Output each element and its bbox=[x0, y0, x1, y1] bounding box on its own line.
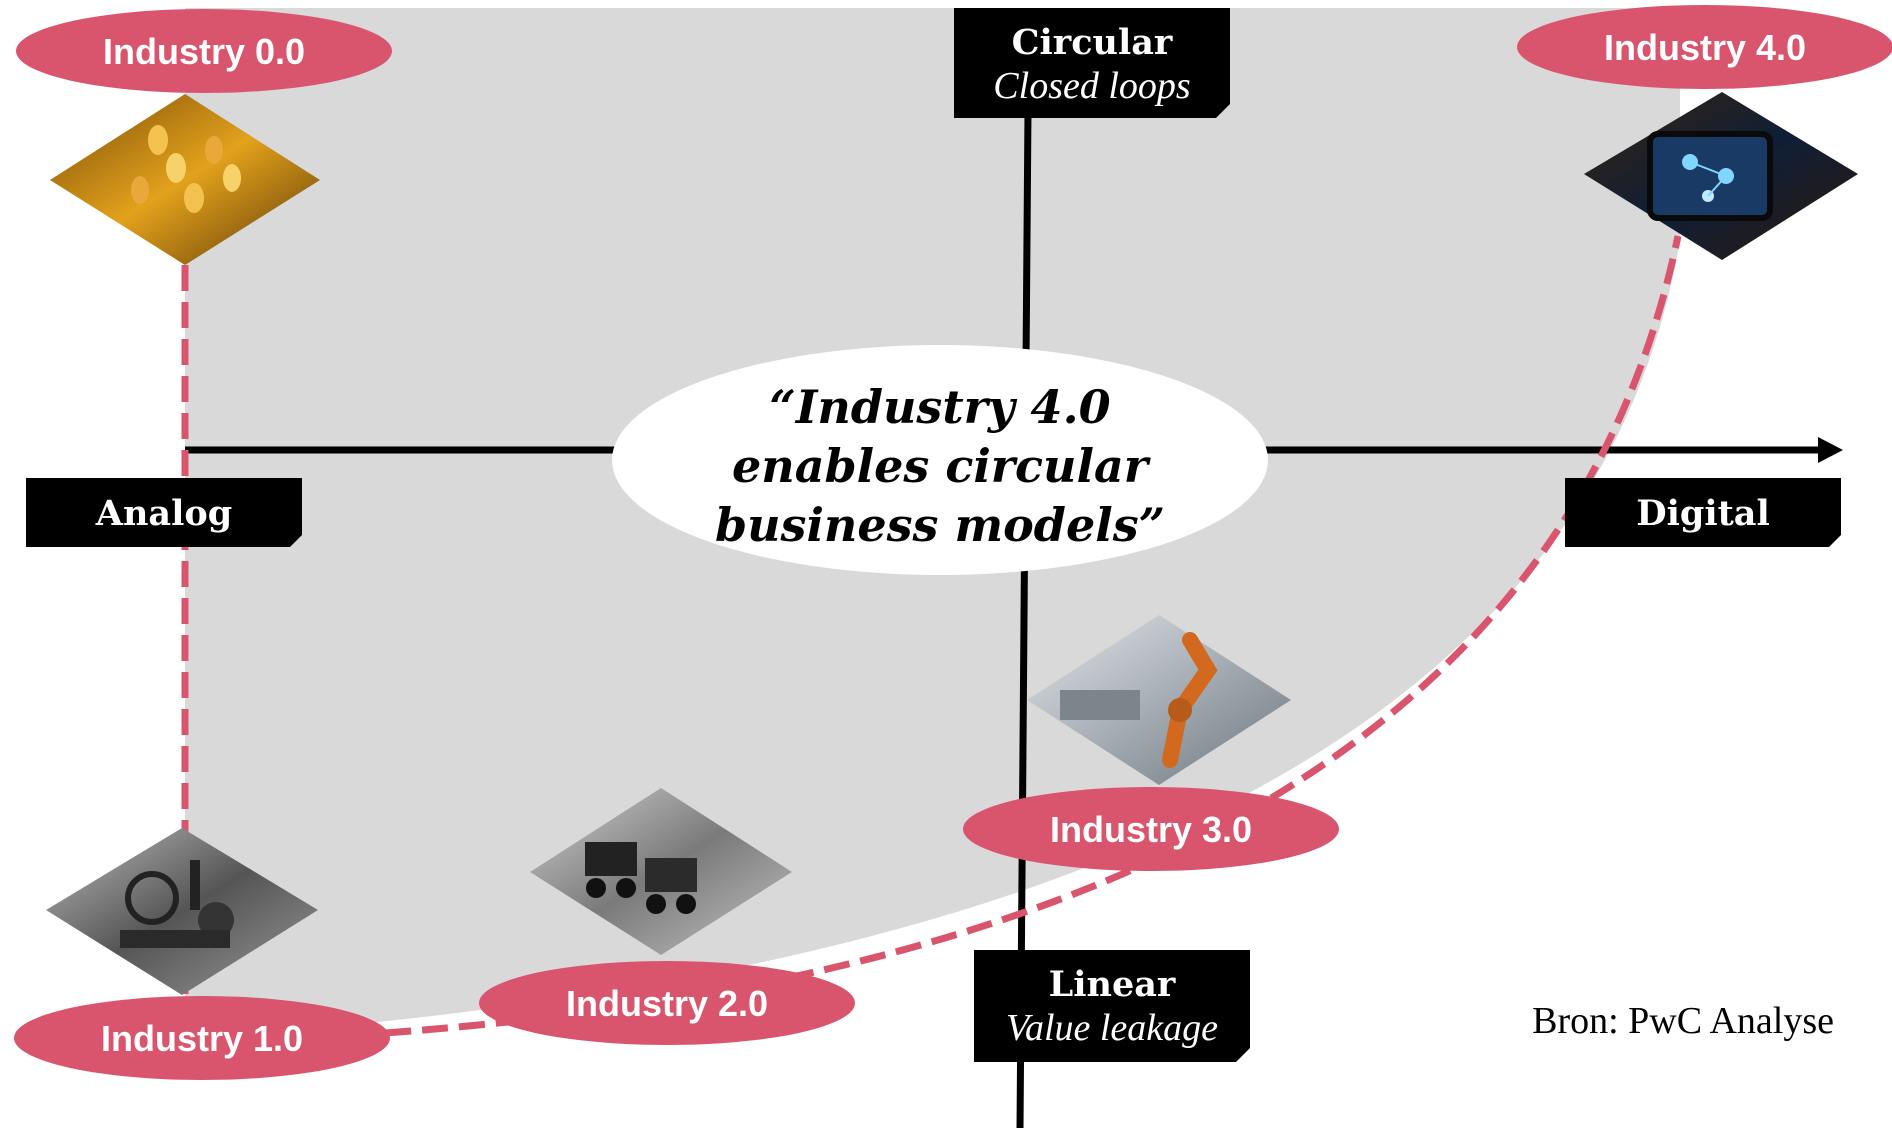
source-note: Bron: PwC Analyse bbox=[1532, 1000, 1834, 1042]
industry-1-pill: Industry 1.0 bbox=[14, 996, 390, 1080]
analog-label-box: Analog bbox=[26, 478, 302, 547]
wheat-grain-icon bbox=[50, 94, 320, 265]
industry-3-label: Industry 3.0 bbox=[1050, 809, 1252, 850]
industry-4-pill: Industry 4.0 bbox=[1517, 5, 1892, 89]
industry-3-pill: Industry 3.0 bbox=[963, 787, 1339, 871]
linear-subtitle: Value leakage bbox=[1006, 1007, 1218, 1049]
steam-engine-icon bbox=[46, 828, 318, 995]
industry-4-label: Industry 4.0 bbox=[1604, 27, 1806, 68]
circular-subtitle: Closed loops bbox=[993, 65, 1190, 107]
industry-2-label: Industry 2.0 bbox=[566, 983, 768, 1024]
digital-label-box: Digital bbox=[1565, 478, 1841, 547]
industry-0-pill: Industry 0.0 bbox=[16, 9, 392, 93]
circular-label-box: Circular Closed loops bbox=[954, 8, 1230, 118]
industry-2-pill: Industry 2.0 bbox=[479, 961, 855, 1045]
evolution-curve bbox=[384, 235, 1682, 1037]
horizontal-axis-arrow bbox=[1818, 437, 1843, 463]
quote-line-1: “Industry 4.0 bbox=[769, 380, 1110, 434]
assembly-line-cars-icon bbox=[530, 788, 792, 955]
industry-1-label: Industry 1.0 bbox=[101, 1018, 303, 1059]
linear-label-box: Linear Value leakage bbox=[974, 950, 1250, 1062]
quote-line-3: business models” bbox=[715, 498, 1165, 552]
circular-title: Circular bbox=[1012, 22, 1173, 63]
linear-title: Linear bbox=[1049, 964, 1176, 1005]
industrial-robot-arm-icon bbox=[1027, 615, 1291, 785]
industry-0-label: Industry 0.0 bbox=[103, 31, 305, 72]
digital-title: Digital bbox=[1636, 493, 1770, 534]
quote-line-2: enables circular bbox=[732, 439, 1152, 493]
quote-ellipse bbox=[612, 345, 1268, 575]
analog-title: Analog bbox=[95, 493, 232, 534]
digital-tablet-icon bbox=[1584, 92, 1858, 260]
